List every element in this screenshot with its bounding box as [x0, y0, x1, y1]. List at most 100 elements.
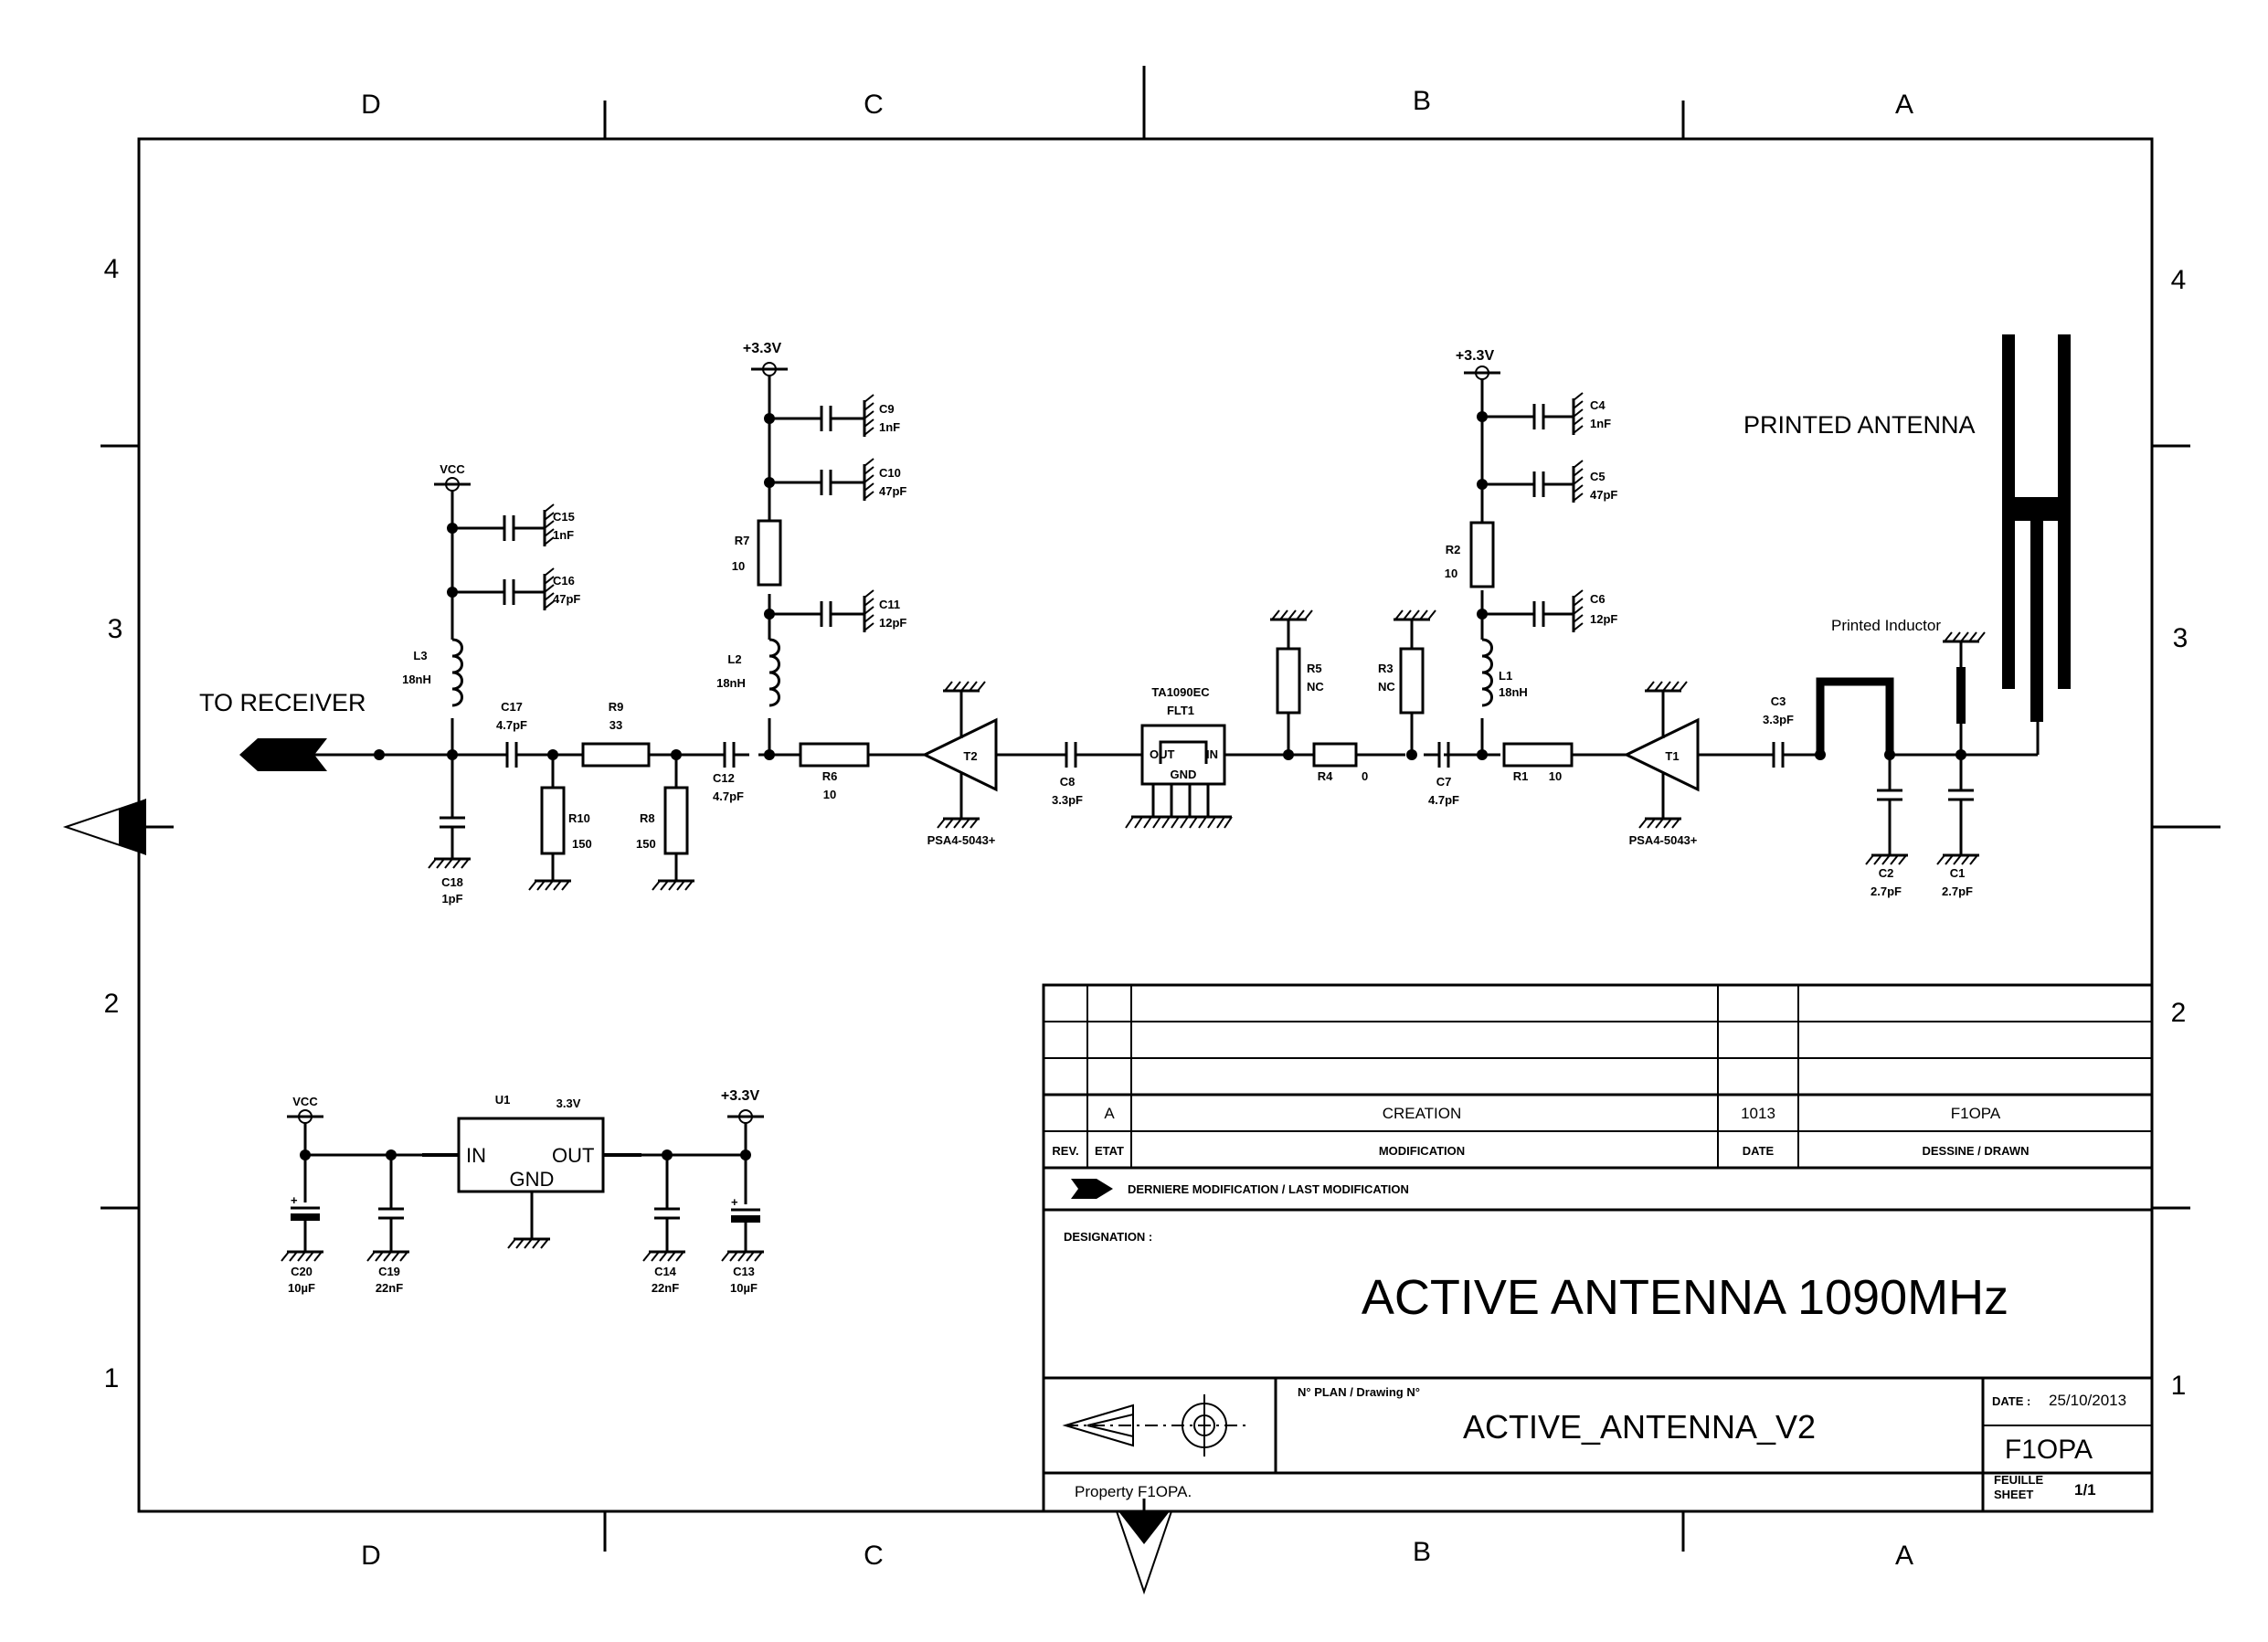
vcc-l3-label: VCC: [440, 462, 465, 476]
rev-value: A: [1104, 1105, 1115, 1122]
t2-value: PSA4-5043+: [927, 833, 996, 847]
r7-ref: R7: [735, 534, 750, 547]
c12-ref: C12: [713, 771, 735, 785]
c1-value: 2.7pF: [1942, 885, 1973, 898]
r7-value: 10: [732, 559, 745, 573]
last-modification-arrow-icon: [1071, 1179, 1113, 1199]
v33-reg-label: +3.3V: [721, 1088, 760, 1104]
v33-right-label: +3.3V: [1456, 348, 1495, 364]
sheet-label-sheet: SHEET: [1994, 1488, 2033, 1501]
creation-value: CREATION: [1383, 1105, 1462, 1122]
r3-ref: R3: [1378, 662, 1394, 675]
c4-ref: C4: [1590, 398, 1606, 412]
header-modification: MODIFICATION: [1379, 1144, 1465, 1158]
row-label-right-2: 2: [2171, 998, 2187, 1028]
c13-ref: C13: [733, 1265, 755, 1278]
to-receiver-port: TO RECEIVER: [199, 689, 385, 771]
t1-ref: T1: [1665, 749, 1679, 763]
c19-value: 22nF: [376, 1281, 403, 1295]
r4-ref: R4: [1318, 769, 1333, 783]
c8-capacitor: C8 3.3pF: [1049, 740, 1093, 807]
l1-value: 18nH: [1499, 685, 1528, 699]
r3-value: NC: [1378, 680, 1395, 694]
l2-ref: L2: [727, 652, 741, 666]
c2-ref: C2: [1879, 866, 1894, 880]
c13-value: 10µF: [730, 1281, 758, 1295]
c7-ref: C7: [1436, 775, 1452, 789]
antenna-matching-network: C2 2.7pF C1 2.7pF Printed Inductor: [1815, 617, 1987, 898]
l2-value: 18nH: [716, 676, 746, 690]
c3-ref: C3: [1771, 694, 1786, 708]
col-label-top-c: C: [864, 90, 884, 120]
flt1-pin-gnd: GND: [1171, 768, 1197, 781]
u1-pin-gnd: GND: [510, 1168, 555, 1191]
t2-ref: T2: [963, 749, 977, 763]
row-label-right-1: 1: [2171, 1371, 2187, 1401]
c17-ref: C17: [501, 700, 523, 714]
c10-value: 47pF: [879, 484, 906, 498]
c16-value: 47pF: [553, 592, 580, 606]
c3-value: 3.3pF: [1763, 713, 1794, 726]
col-label-bottom-a: A: [1895, 1541, 1913, 1571]
l3-ref: L3: [413, 649, 427, 662]
drawing-number: ACTIVE_ANTENNA_V2: [1463, 1408, 1816, 1446]
date-label: DATE :: [1992, 1394, 2030, 1408]
r8-ref: R8: [640, 811, 655, 825]
c10-ref: C10: [879, 466, 901, 480]
r9-ref: R9: [609, 700, 624, 714]
c5-value: 47pF: [1590, 488, 1617, 502]
r3-r4-r5-network: R5 NC R4 0 R3 NC: [1268, 609, 1437, 783]
c9-value: 1nF: [879, 420, 900, 434]
r6-ref: R6: [822, 769, 838, 783]
c14-ref: C14: [654, 1265, 677, 1278]
c5-ref: C5: [1590, 470, 1606, 483]
printed-antenna: PRINTED ANTENNA: [1743, 334, 2071, 722]
c8-value: 3.3pF: [1052, 793, 1083, 807]
port-arrow-icon: [239, 738, 327, 771]
header-drawn: DESSINE / DRAWN: [1922, 1144, 2029, 1158]
c12-value: 4.7pF: [713, 789, 744, 803]
printed-antenna-label: PRINTED ANTENNA: [1743, 411, 1976, 439]
col-label-bottom-c: C: [864, 1541, 884, 1571]
header-etat: ETAT: [1095, 1144, 1124, 1158]
printed-trace: [1816, 677, 1894, 755]
u1-value: 3.3V: [556, 1096, 581, 1110]
t2-amplifier: T2 PSA4-5043+: [921, 680, 998, 847]
bias-network-t2: +3.3V C9 1nF C10 47pF C11 12pF R7 10 L2 …: [716, 341, 906, 760]
bias-network-t1: +3.3V C4 1nF C5 47pF C6 12pF R2 10 L1 18…: [1445, 348, 1617, 760]
sheet-value: 1/1: [2074, 1481, 2096, 1499]
r10-ref: R10: [568, 811, 590, 825]
u1-ref: U1: [495, 1093, 511, 1107]
r1-resistor: R1 10: [1502, 742, 1574, 783]
date-value: 25/10/2013: [2049, 1392, 2126, 1409]
c11-value: 12pF: [879, 616, 906, 630]
last-modification-label: DERNIERE MODIFICATION / LAST MODIFICATIO…: [1128, 1182, 1409, 1196]
attenuator-r8-r9-r10: R9 33 R10 150 R8 150: [527, 700, 696, 892]
row-label-left-1: 1: [104, 1363, 120, 1393]
drawing-frame: D C B A D C B A 4 3 2 1 4 3 2 1: [62, 66, 2220, 1595]
flt1-pin-in: IN: [1206, 747, 1218, 761]
flt1-ref: FLT1: [1167, 704, 1194, 717]
c7-capacitor: C7 4.7pF: [1422, 740, 1466, 807]
date-code-value: 1013: [1741, 1105, 1775, 1122]
flt1-value: TA1090EC: [1151, 685, 1210, 699]
l3-branch: VCC C15 1nF C16 47pF L3 18nH C18 1pF: [402, 462, 580, 906]
r4-value: 0: [1362, 769, 1368, 783]
c16-ref: C16: [553, 574, 575, 588]
c17-capacitor: C17 4.7pF: [490, 700, 534, 769]
col-label-bottom-d: D: [361, 1541, 381, 1571]
r8-value: 150: [636, 837, 656, 851]
projection-symbol-icon: [1062, 1394, 1246, 1457]
title-block: A CREATION 1013 F1OPA REV. ETAT MODIFICA…: [1042, 983, 2154, 1513]
to-receiver-label: TO RECEIVER: [199, 689, 366, 716]
c6-value: 12pF: [1590, 612, 1617, 626]
drawing-title: ACTIVE ANTENNA 1090MHz: [1362, 1270, 2008, 1325]
r1-ref: R1: [1513, 769, 1529, 783]
header-date: DATE: [1743, 1144, 1775, 1158]
r2-value: 10: [1445, 567, 1457, 580]
col-label-top-d: D: [361, 90, 381, 120]
l1-ref: L1: [1499, 669, 1512, 683]
property-label: Property F1OPA.: [1075, 1483, 1192, 1500]
u1-pin-in: IN: [466, 1144, 486, 1167]
